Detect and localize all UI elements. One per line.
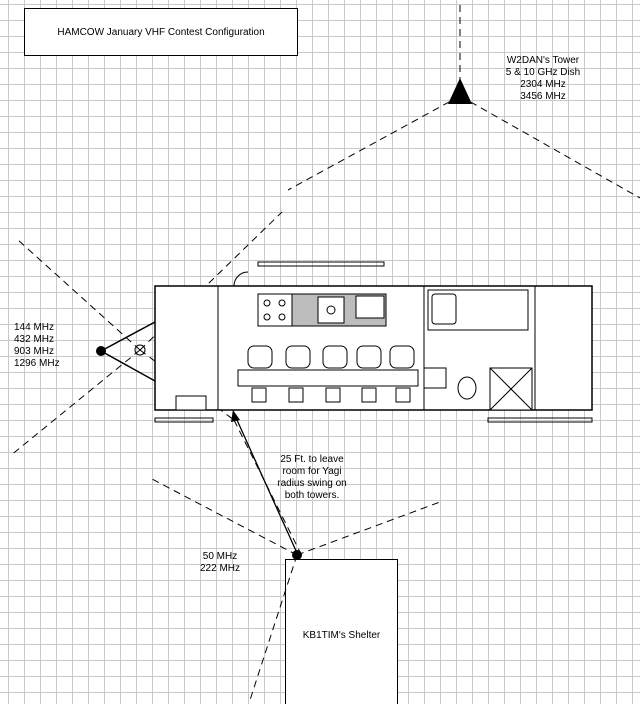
- band-label: 50 MHz: [202, 551, 238, 562]
- station-icon: [361, 387, 377, 403]
- dashed-line: [459, 95, 640, 199]
- shelter-label: KB1TIM's Shelter: [302, 629, 381, 641]
- band-label: 222 MHz: [199, 563, 240, 574]
- dashed-line: [139, 211, 283, 351]
- dimension-bar: [487, 417, 593, 423]
- dashed-line: [249, 554, 298, 701]
- station-icon: [251, 387, 267, 403]
- lav-sink-icon: [423, 367, 447, 389]
- band-label: 432 MHz: [14, 334, 55, 345]
- title-box: HAMCOW January VHF Contest Configuration: [24, 8, 298, 56]
- trailer-floorplan: [96, 261, 593, 423]
- toilet-icon: [457, 376, 477, 400]
- microwave-icon: [355, 295, 385, 319]
- spacing-note: 25 Ft. to leave room for Yagi radius swi…: [264, 454, 360, 502]
- shelter-swing-lines: [149, 477, 441, 701]
- sink-icon: [317, 296, 345, 324]
- dimension-bar: [257, 261, 385, 267]
- tower-label-line: 3456 MHz: [520, 91, 566, 102]
- dashed-line: [17, 239, 141, 351]
- note-line: radius swing on: [277, 478, 347, 489]
- tower-label-line: W2DAN's Tower: [506, 55, 580, 66]
- shower-diag: [489, 367, 533, 411]
- chair-icon: [389, 345, 415, 369]
- tower-label: W2DAN's Tower 5 & 10 GHz Dish 2304 MHz 3…: [488, 55, 598, 103]
- burner-icon: [263, 299, 271, 307]
- chair-icon: [247, 345, 273, 369]
- tower-triangle-icon: [448, 78, 472, 104]
- shelter-box: KB1TIM's Shelter: [285, 559, 398, 704]
- tower-label-line: 5 & 10 GHz Dish: [505, 67, 581, 78]
- note-line: 25 Ft. to leave: [280, 454, 344, 465]
- diagram-title: HAMCOW January VHF Contest Configuration: [57, 26, 265, 38]
- stove-icon: [257, 293, 293, 327]
- station-icon: [395, 387, 411, 403]
- door-swing-icon: [233, 271, 249, 287]
- tower-label-line: 2304 MHz: [520, 79, 566, 90]
- radio-stations: [251, 387, 411, 403]
- pillow-icon: [431, 293, 457, 325]
- dashed-line: [287, 95, 461, 191]
- chair-icon: [356, 345, 382, 369]
- chair-icon: [285, 345, 311, 369]
- chair-icon: [322, 345, 348, 369]
- trailer-tongue: [100, 321, 156, 352]
- distance-arrow: [236, 419, 298, 554]
- burner-icon: [263, 313, 271, 321]
- trailer-tongue: [100, 350, 156, 382]
- burner-icon: [278, 313, 286, 321]
- shelter-antenna-dot-icon: [292, 550, 302, 560]
- burner-icon: [278, 299, 286, 307]
- station-icon: [288, 387, 304, 403]
- band-label: 144 MHz: [14, 322, 55, 333]
- hitch-icon: [134, 344, 146, 356]
- dashed-line: [149, 477, 298, 556]
- note-line: room for Yagi: [282, 466, 342, 477]
- band-label: 1296 MHz: [14, 358, 60, 369]
- drain-icon: [326, 305, 336, 315]
- dimension-bar: [154, 417, 214, 423]
- band-label: 903 MHz: [14, 346, 55, 357]
- operator-chairs: [247, 345, 415, 369]
- note-line: both towers.: [284, 490, 340, 501]
- shelter-antenna-label: 50 MHz 222 MHz: [192, 551, 248, 575]
- dashed-line: [9, 349, 141, 457]
- operating-desk: [237, 369, 419, 387]
- trailer-antenna-label: 144 MHz 432 MHz 903 MHz 1296 MHz: [14, 322, 60, 370]
- trailer-antenna-dot-icon: [96, 346, 106, 356]
- generator-icon: [175, 395, 207, 411]
- arrow-head-icon: [231, 410, 240, 422]
- dashed-line: [296, 501, 441, 556]
- station-icon: [325, 387, 341, 403]
